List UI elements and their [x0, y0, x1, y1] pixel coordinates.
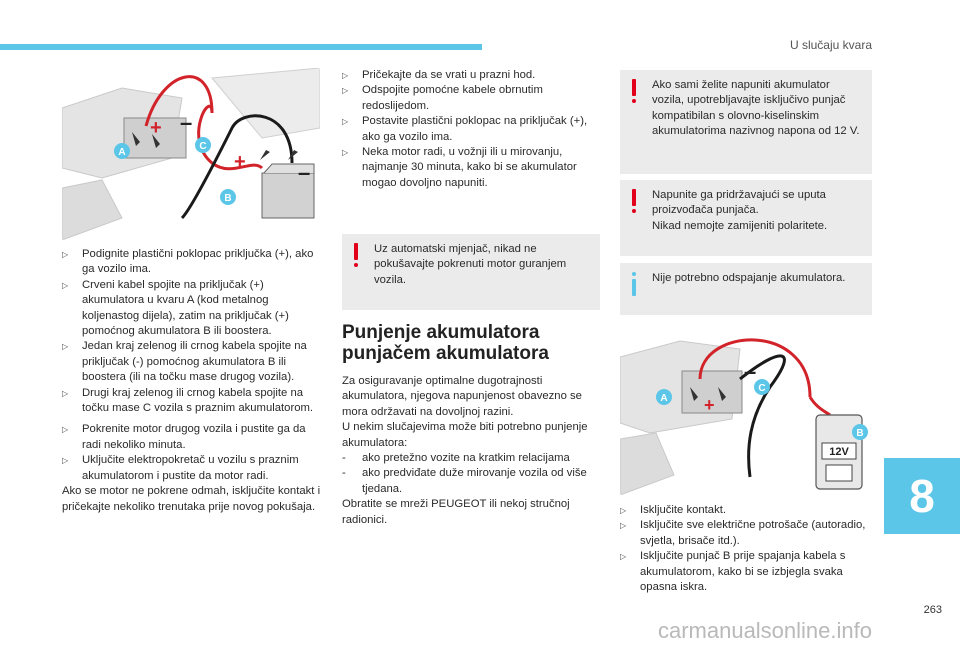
arrow-bullet-icon: ▷: [62, 342, 69, 352]
list-item: ▷Jedan kraj zelenog ili crnog kabela spo…: [62, 340, 307, 384]
marker-b: B: [856, 428, 863, 439]
list-item: ▷Pokrenite motor drugog vozila i pustite…: [62, 423, 306, 451]
section-title: U slučaju kvara: [789, 38, 872, 52]
arrow-bullet-icon: ▷: [62, 388, 69, 398]
list-item: ▷Odspojite pomoćne kabele obrnutim redos…: [342, 84, 543, 112]
warning-icon: [631, 189, 637, 215]
arrow-bullet-icon: ▷: [62, 280, 69, 290]
marker-b: B: [224, 193, 231, 204]
marker-a: A: [118, 147, 125, 158]
arrow-bullet-icon: ▷: [62, 250, 69, 259]
arrow-bullet-icon: ▷: [342, 71, 349, 80]
page-number: 263: [923, 604, 942, 616]
arrow-bullet-icon: ▷: [342, 117, 349, 127]
arrow-bullet-icon: ▷: [342, 86, 349, 96]
list-item: ▷Neka motor radi, u vožnji ili u mirovan…: [342, 146, 577, 189]
charging-steps: ▷Isključite kontakt. ▷Isključite sve ele…: [620, 503, 872, 595]
instructions-jump-start: ▷Podignite plastični poklopac priključka…: [62, 247, 324, 515]
arrow-bullet-icon: ▷: [620, 552, 627, 562]
info-note-no-disconnect: Nije potrebno odspajanje akumulatora.: [620, 263, 872, 315]
info-icon: [631, 272, 637, 296]
warning-note-polarity: Napunite ga pridržavajući se uputa proiz…: [620, 180, 872, 256]
arrow-bullet-icon: ▷: [62, 425, 69, 435]
instructions-after-start: ▷Pričekajte da se vrati u prazni hod. ▷O…: [342, 68, 600, 191]
list-item: -ako predviđate duže mirovanje vozila od…: [342, 467, 587, 495]
warning-icon: [353, 243, 359, 269]
arrow-bullet-icon: ▷: [342, 148, 349, 158]
list-item: ▷Crveni kabel spojite na priključak (+) …: [62, 278, 289, 338]
marker-a: A: [660, 393, 667, 404]
retry-paragraph: Ako se motor ne pokrene odmah, isključit…: [62, 485, 321, 513]
charging-intro: Za osiguravanje optimalne dugotrajnosti …: [342, 374, 600, 528]
plus-label: +: [704, 395, 715, 415]
plus-label-2: +: [234, 151, 246, 173]
warning-note-automatic-gearbox: Uz automatski mjenjač, nikad ne pokušava…: [342, 234, 600, 310]
arrow-bullet-icon: ▷: [62, 456, 69, 466]
arrow-bullet-icon: ▷: [620, 521, 627, 531]
battery-charger-illustration: 12V + – A C B: [620, 327, 874, 495]
list-item: ▷Isključite punjač B prije spajanja kabe…: [620, 550, 846, 594]
minus-label-1: –: [180, 110, 192, 135]
marker-c: C: [199, 141, 206, 152]
list-item: ▷Postavite plastični poklopac na priklju…: [342, 115, 588, 143]
jump-start-illustration: + – + – A C B: [62, 68, 320, 240]
warning-icon: [631, 79, 637, 105]
list-item: ▷Drugi kraj zelenog ili crnog kabela spo…: [62, 386, 314, 415]
list-item: ▷Isključite kontakt.: [620, 503, 872, 518]
warning-note-charger-compatibility: Ako sami želite napuniti akumulator vozi…: [620, 70, 872, 174]
marker-c: C: [758, 383, 765, 394]
watermark: carmanualsonline.info: [657, 618, 872, 643]
minus-label: –: [744, 359, 756, 384]
minus-label-2: –: [298, 160, 310, 185]
list-item: -ako pretežno vozite na kratkim relacija…: [342, 452, 570, 465]
plus-label-1: +: [150, 117, 162, 139]
section-heading: Punjenje akumulatora punjačem akumulator…: [342, 322, 549, 364]
charger-voltage-label: 12V: [829, 446, 849, 458]
list-item: ▷Isključite sve električne potrošače (au…: [620, 519, 866, 547]
chapter-tab: 8: [884, 458, 960, 534]
arrow-bullet-icon: ▷: [620, 506, 627, 515]
list-item: ▷Pričekajte da se vrati u prazni hod.: [342, 68, 600, 83]
list-item: ▷Uključite elektropokretač u vozilu s pr…: [62, 454, 299, 482]
header-accent-bar: [0, 44, 482, 50]
list-item: ▷Podignite plastični poklopac priključka…: [62, 248, 314, 276]
